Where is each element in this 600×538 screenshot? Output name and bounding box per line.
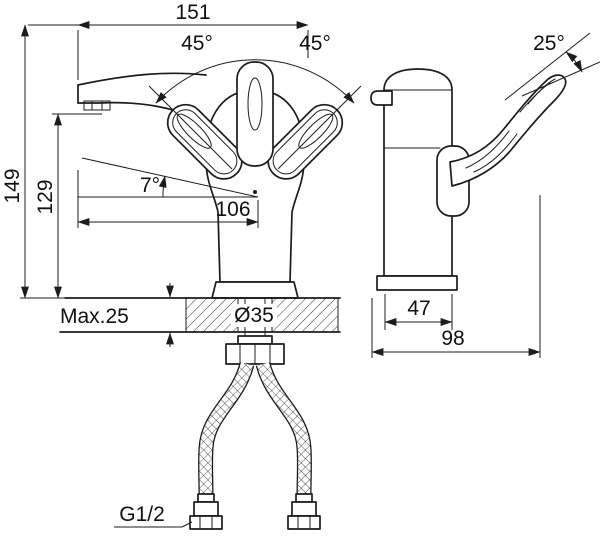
dim-thread-g12: G1/2 (114, 503, 193, 528)
dim-label-g12: G1/2 (119, 503, 165, 526)
front-view (59, 61, 344, 530)
dim-label-dia35: Ø35 (234, 304, 274, 327)
dim-height-129: 129 (34, 113, 102, 299)
dim-label-129: 129 (34, 179, 57, 214)
supply-hose-left (198, 361, 255, 497)
dim-label-25: 25° (533, 32, 565, 55)
dim-hole-dia: Ø35 (231, 304, 277, 327)
dim-label-47: 47 (407, 297, 430, 320)
side-view (370, 68, 567, 291)
dim-label-98: 98 (441, 327, 464, 350)
dim-label-max25: Max.25 (60, 305, 129, 328)
dim-label-149: 149 (1, 168, 24, 203)
dim-label-45-left: 45° (181, 32, 213, 55)
base-escutcheon (211, 281, 299, 299)
spout-top-edge (77, 72, 207, 86)
dim-angle-45: 45° 45° (148, 32, 362, 170)
dim-depth-98: 98 (371, 195, 541, 358)
dim-label-106: 106 (215, 198, 250, 221)
dim-reach-106: 106 (77, 198, 259, 228)
dim-label-45-right: 45° (299, 32, 331, 55)
dim-max25: Max.25 (60, 283, 174, 347)
side-spout-outlet (370, 90, 393, 106)
dim-label-7: 7° (140, 174, 160, 197)
dim-angle-7: 7° (78, 157, 259, 198)
deck-section-left (185, 297, 239, 333)
hose-connector-left (189, 493, 223, 530)
side-lever-handle (449, 74, 567, 187)
supply-hose-right (255, 361, 312, 497)
threaded-shank (225, 297, 285, 365)
dim-height-149: 149 (1, 24, 65, 299)
deck-section-right (271, 297, 339, 333)
hose-connector-right (287, 493, 321, 530)
mounting-deck (59, 297, 341, 333)
lever-handle (236, 61, 274, 167)
pivot-center (253, 190, 257, 194)
dim-label-151: 151 (175, 1, 210, 24)
side-base (376, 275, 458, 291)
dim-width-151: 151 (28, 1, 309, 228)
dim-angle-25: 25° (504, 32, 600, 101)
aerator (83, 100, 111, 111)
shank-collar (237, 335, 273, 345)
dim-depth-47: 47 (384, 294, 453, 330)
